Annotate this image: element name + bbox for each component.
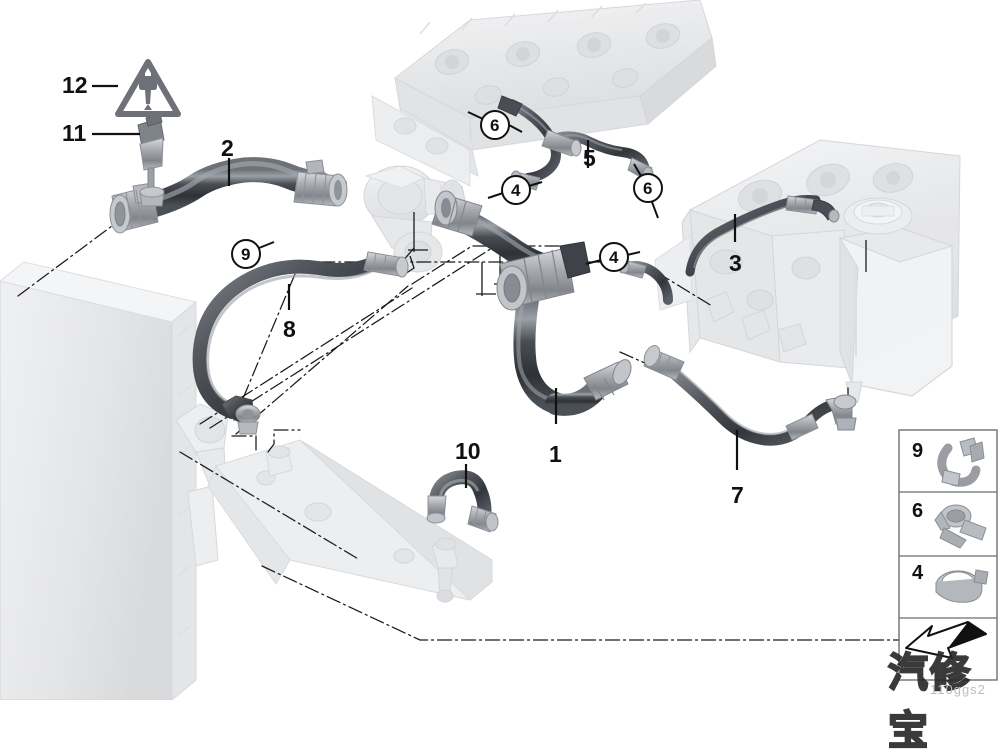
callout-label-4-upper: 4 [511, 181, 521, 200]
part-1-turbo-collar [431, 190, 483, 237]
part-3-right-tip [811, 199, 840, 223]
diagram-vector-layer [0, 0, 998, 700]
warning-triangle-icon [115, 59, 181, 117]
legend-label-4: 4 [912, 562, 924, 584]
part-label-1: 1 [549, 441, 562, 467]
part-11-coolant-temperature-sensor [137, 113, 165, 207]
legend-icon-arrow-marker [905, 621, 987, 659]
part-label-12: 12 [62, 72, 88, 98]
part-10-right-end [467, 505, 499, 533]
part-label-11: 11 [62, 120, 87, 146]
callout-leader-lines [258, 111, 659, 265]
part-label-7: 7 [731, 482, 744, 508]
callout-label-6-top: 6 [490, 116, 500, 135]
label-leader-stems [92, 84, 739, 488]
watermark-text: 汽修宝 [887, 649, 972, 755]
ghost-lower-support-bracket [207, 439, 493, 603]
part-label-10: 10 [455, 438, 481, 464]
watermark-subtext: 110ggs2 [930, 682, 986, 697]
part-6-hose-top-end [497, 95, 523, 117]
part-5-tee-connector [541, 129, 582, 157]
part-label-3: 3 [729, 250, 742, 276]
ghost-radiator [0, 261, 229, 700]
hose-2-right-connector [293, 159, 348, 207]
hose-8-right-fitting [363, 251, 409, 278]
legend-box [898, 429, 998, 681]
part-10-left-end [426, 495, 447, 524]
ghost-coolant-expansion-tank [838, 197, 954, 403]
part-7-tank-feed-hose [643, 345, 857, 446]
electrical-connector-glyph [139, 70, 157, 110]
ghost-cylinder-head-top [394, 0, 717, 177]
part-3-mid-ferrule [785, 195, 819, 215]
part-2-upper-radiator-hose [109, 157, 348, 234]
part-1-right-end-fitting [583, 359, 632, 401]
legend-label-9: 9 [912, 440, 924, 462]
callout-circles [231, 110, 663, 272]
legend-label-6: 6 [912, 500, 924, 522]
hose-8-bottom-fitting [221, 395, 261, 435]
ghost-turbocharger-housing [363, 165, 469, 273]
legend-icon-band-clamp [935, 569, 989, 603]
part-7-tank-elbow [825, 394, 857, 431]
callout-label-9-left: 9 [241, 245, 251, 264]
part-label-5: 5 [583, 145, 596, 171]
legend-icon-spring-clip-clamp [937, 437, 985, 487]
part-1-elbow-collar [496, 241, 591, 311]
part-7-left-fitting [643, 345, 685, 381]
legend-icon-quick-release-clamp [934, 504, 987, 549]
part-3-return-pipe [685, 195, 840, 277]
part-7-mid-ferrule [785, 413, 819, 441]
part-8-bleeder-hose [192, 251, 409, 435]
part-10-short-u-hose [426, 470, 499, 533]
callout-label-6-right: 6 [643, 179, 653, 198]
part-label-8: 8 [283, 316, 296, 342]
part-1-main-coolant-hose [431, 190, 632, 416]
ghost-left-cylinder-head [371, 95, 471, 187]
callout-label-4-lower: 4 [609, 248, 619, 267]
part-label-2: 2 [221, 135, 234, 161]
